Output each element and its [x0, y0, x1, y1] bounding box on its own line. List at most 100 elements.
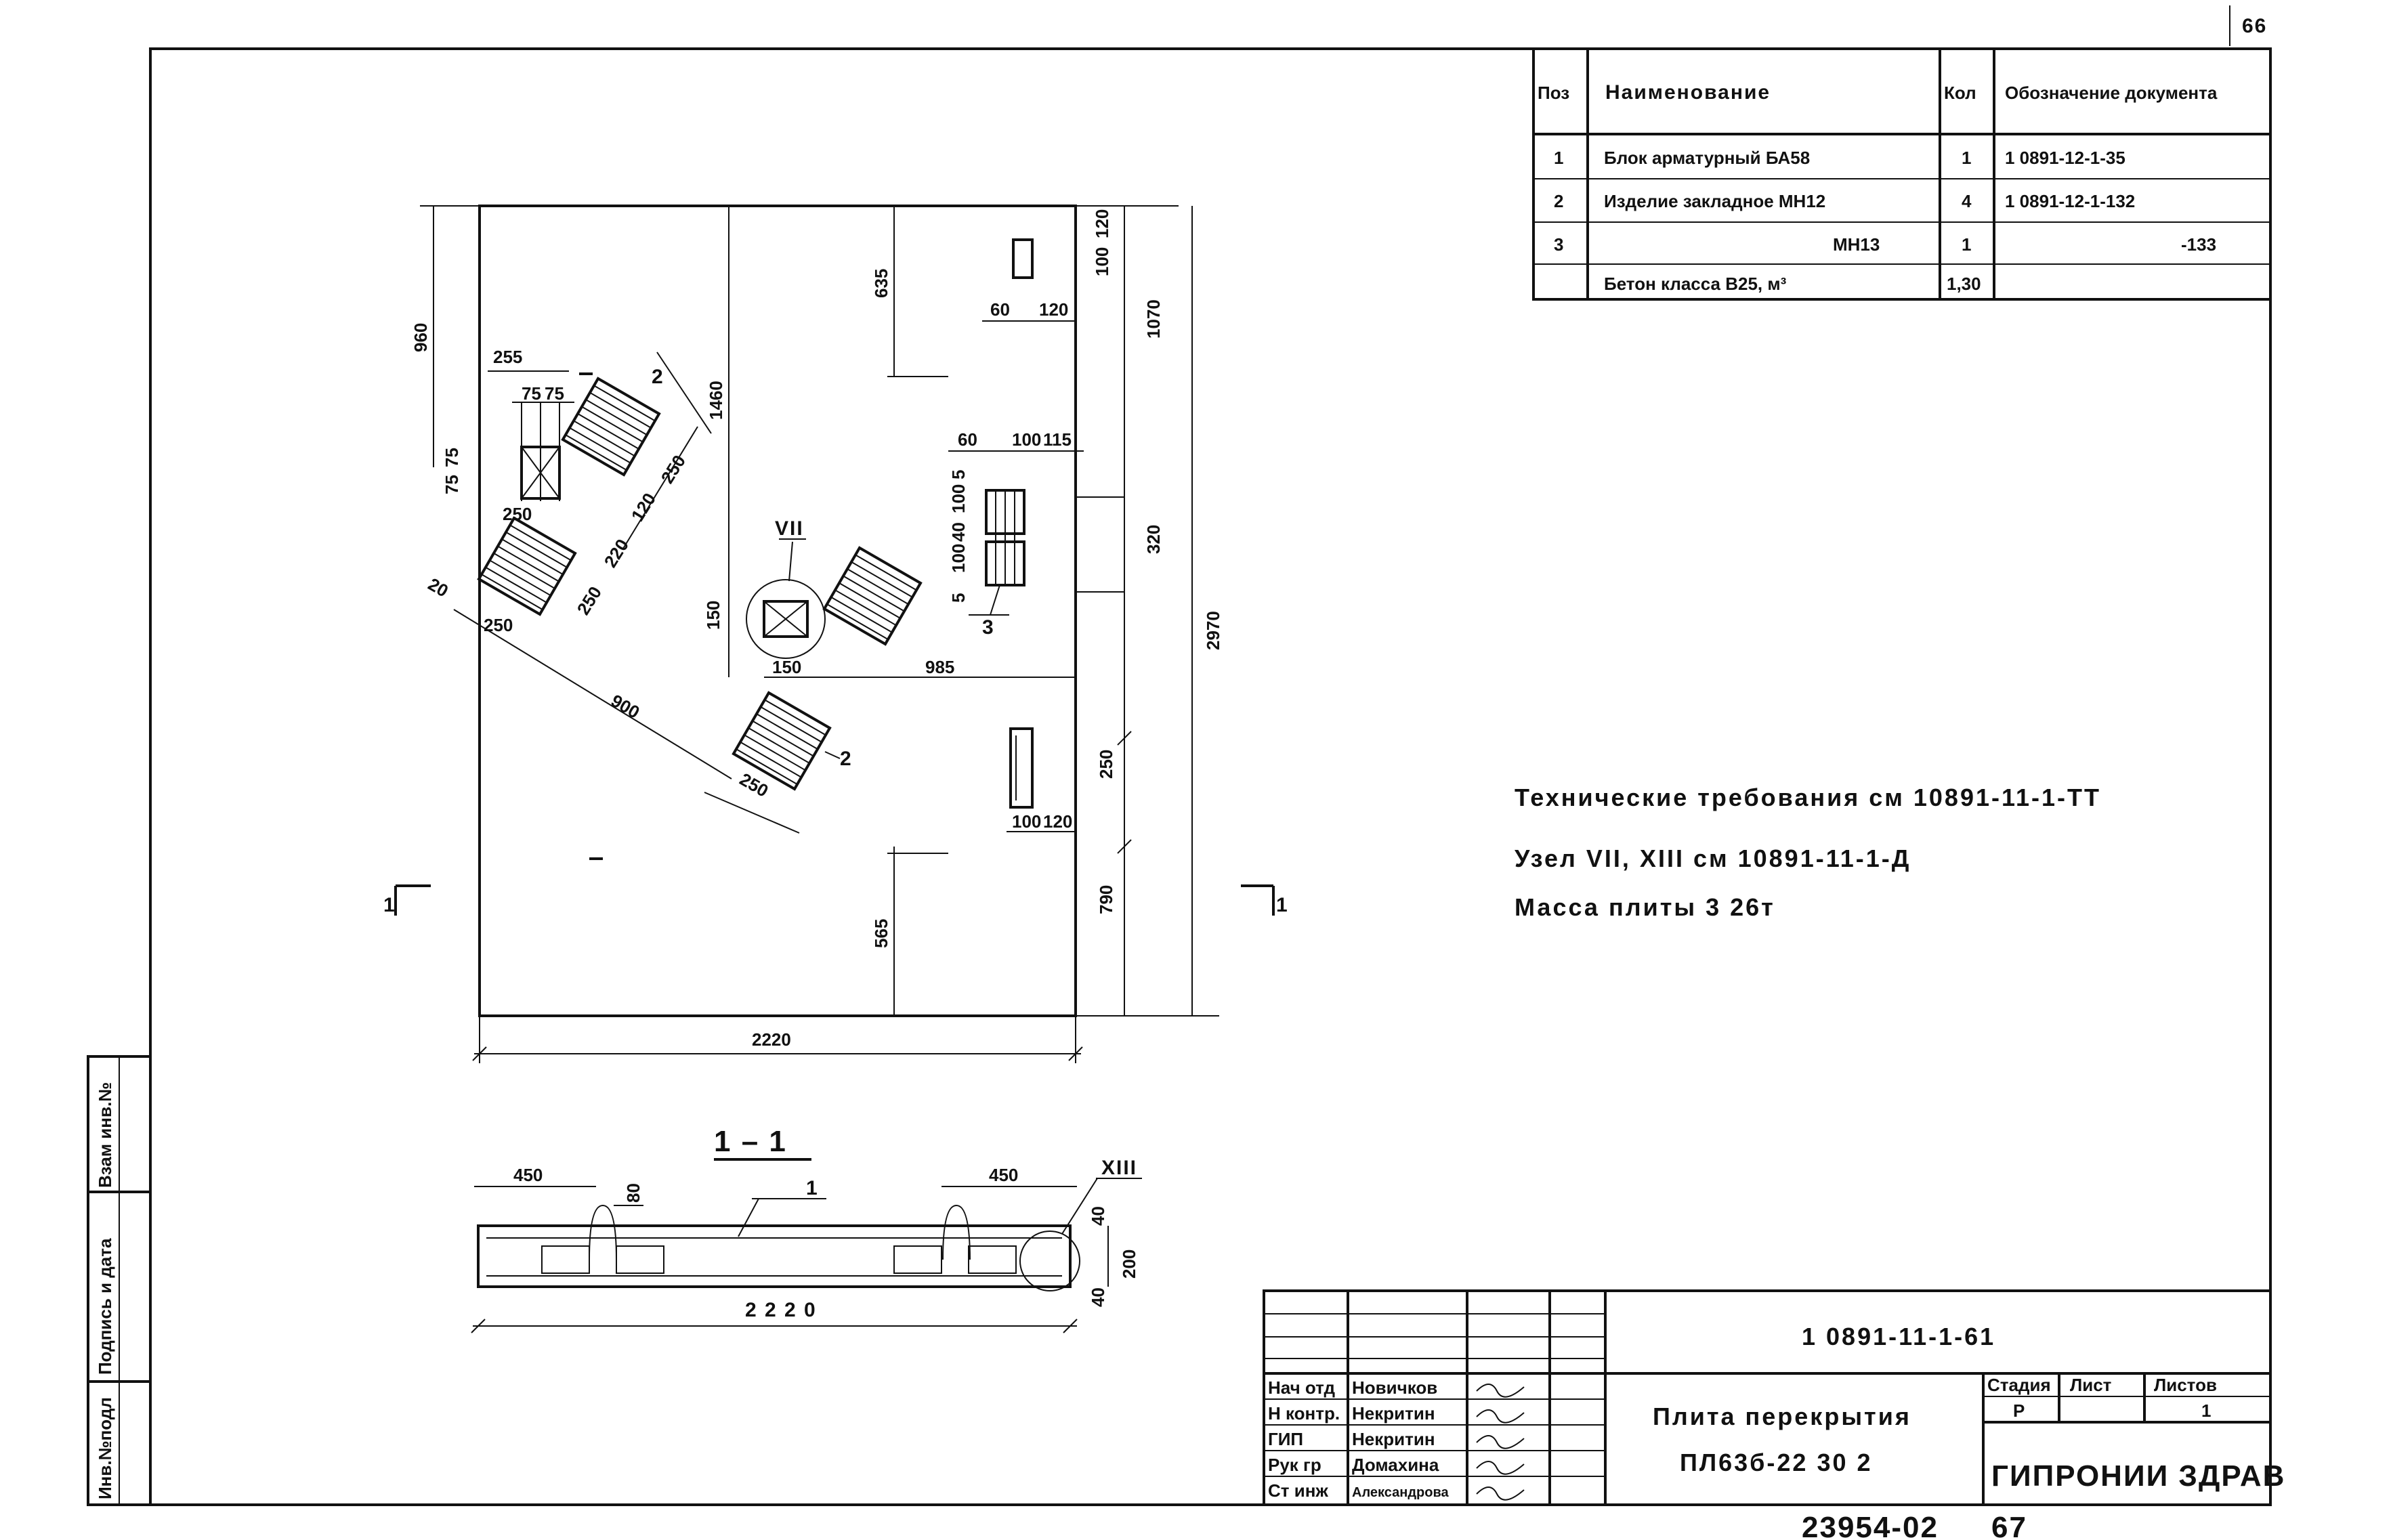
left-stamp: Инв.№подл Подпись и дата Взам инв.№: [87, 1055, 152, 1506]
dim-line: [453, 609, 732, 779]
spec-row-pos: 3: [1554, 234, 1563, 255]
node-circle: [746, 579, 826, 659]
dim-label: 75: [522, 383, 541, 404]
tick: [1117, 731, 1132, 746]
dim-label: 960: [410, 323, 431, 352]
dim-label: 75: [442, 448, 462, 467]
dim-label: 1070: [1143, 299, 1164, 339]
dim-label: 2 2 2 0: [745, 1299, 817, 1321]
embedded-plate: [763, 600, 809, 638]
dim-label: 900: [608, 690, 643, 723]
signature: [1476, 1384, 1525, 1398]
spec-row-doc: 1 0891-12-1-35: [2005, 148, 2125, 168]
dim-label: 40: [1088, 1287, 1108, 1307]
tick: [1117, 839, 1132, 854]
dim-label: 790: [1096, 885, 1116, 914]
tb-role: Н контр.: [1268, 1403, 1340, 1424]
spec-row-name: Блок арматурный БА58: [1604, 148, 1810, 168]
technical-notes: Технические требования см 10891-11-1-ТТ …: [1515, 784, 2099, 921]
cut-label-right: 1: [1276, 894, 1289, 916]
dim-label: 150: [703, 601, 723, 630]
dim-label: 100: [948, 544, 969, 573]
spec-row-doc: -133: [2181, 234, 2216, 255]
sheet-frame: [149, 47, 2272, 1506]
leader-line: [738, 1198, 759, 1237]
title-block-border: [1263, 1289, 2272, 1506]
section-outline: [477, 1224, 1072, 1288]
lifting-loop: [942, 1204, 971, 1260]
dim-label: 75: [442, 475, 462, 494]
tb-role: Ст инж: [1268, 1480, 1328, 1501]
spec-header-name: Наименование: [1605, 81, 1771, 104]
note-line: Масса плиты 3 26т: [1515, 893, 1775, 921]
stamp-signature: Подпись и дата: [95, 1238, 115, 1375]
dim-label: 100: [1092, 247, 1112, 276]
dim-label: 985: [925, 657, 954, 677]
spec-row-qty: 1: [1962, 234, 1971, 255]
signature: [1476, 1409, 1525, 1424]
rebar-stirrup: [893, 1245, 942, 1274]
signature: [1476, 1435, 1525, 1449]
callout-2: 2: [840, 748, 853, 770]
dim-label: 2970: [1203, 611, 1223, 650]
dim-label: 115: [1043, 429, 1072, 450]
spec-table: Поз Наименование Кол Обозначение докумен…: [1532, 47, 2272, 301]
dim-label: 250: [657, 451, 690, 487]
note-line: Узел VII, XIII см 10891-11-1-Д: [1515, 844, 1911, 872]
dim-label: 635: [871, 269, 891, 298]
spec-row-name: Изделие закладное МН12: [1604, 191, 1825, 211]
leader-line: [1061, 1178, 1098, 1235]
section-title: 1 – 1: [714, 1125, 787, 1158]
plate-cross: [763, 601, 808, 637]
tb-role: ГИП: [1268, 1429, 1303, 1449]
drawing-title: Плита перекрытия: [1653, 1403, 1911, 1430]
leader-line: [990, 584, 1000, 616]
dim-label: 120: [1039, 299, 1068, 320]
tb-name: Некритин: [1352, 1403, 1435, 1424]
node-circle: [1019, 1231, 1080, 1291]
dim-label: 5: [948, 470, 969, 479]
spec-row-qty: 1: [1962, 148, 1971, 168]
leader-line: [656, 351, 712, 434]
spec-row-qty: 4: [1962, 191, 1972, 211]
dim-label: 2220: [752, 1029, 791, 1050]
hatched-plate: [561, 377, 661, 477]
spec-row-doc: 1 0891-12-1-132: [2005, 191, 2135, 211]
spec-row-pos: 1: [1554, 148, 1563, 168]
dim-label: 40: [948, 522, 969, 542]
rebar-stirrup: [541, 1245, 590, 1274]
doc-code: 1 0891-11-1-61: [1802, 1323, 1995, 1350]
tick: [471, 1319, 486, 1333]
dim-label: 20: [425, 574, 452, 601]
dim-label: 5: [948, 593, 969, 603]
callout-2: 2: [652, 366, 664, 388]
embedded-plate: [1009, 727, 1034, 809]
tb-name: Домахина: [1352, 1455, 1439, 1475]
title-block: 1 0891-11-1-61 Нач отд Н контр. ГИП Рук …: [1263, 1289, 2284, 1506]
rebar-stirrup: [968, 1245, 1017, 1274]
spec-header-doc: Обозначение документа: [2005, 83, 2218, 103]
tick: [1063, 1319, 1078, 1333]
stamp-replace-inv: Взам инв.№: [95, 1082, 115, 1188]
section-1-1: 1 – 1 XIII 1 450 80 450 40 200 40 2 2 2 …: [471, 1125, 1142, 1333]
signature: [1476, 1486, 1525, 1501]
footer-page: 67: [1991, 1511, 2027, 1540]
node-label: XIII: [1101, 1157, 1137, 1179]
dim-label: 200: [1119, 1249, 1139, 1279]
spec-row-pos: 2: [1554, 191, 1563, 211]
dim-label: 320: [1143, 525, 1164, 554]
spec-header-qty: Кол: [1944, 83, 1976, 103]
dim-line: [704, 792, 800, 834]
hatched-plate: [477, 516, 577, 616]
cut-label-left: 1: [383, 894, 396, 916]
dim-label: 250: [573, 582, 606, 618]
section-callout-1: 1: [806, 1177, 819, 1199]
dim-label: 150: [772, 657, 801, 677]
lifting-loop: [589, 1204, 617, 1260]
dim-label: 100: [1012, 429, 1041, 450]
stage-value: Р: [2013, 1400, 2025, 1421]
spec-header-pos: Поз: [1538, 83, 1569, 103]
dim-label: 565: [871, 919, 891, 948]
sheet-header: Лист: [2070, 1375, 2112, 1395]
signature: [1476, 1461, 1525, 1475]
